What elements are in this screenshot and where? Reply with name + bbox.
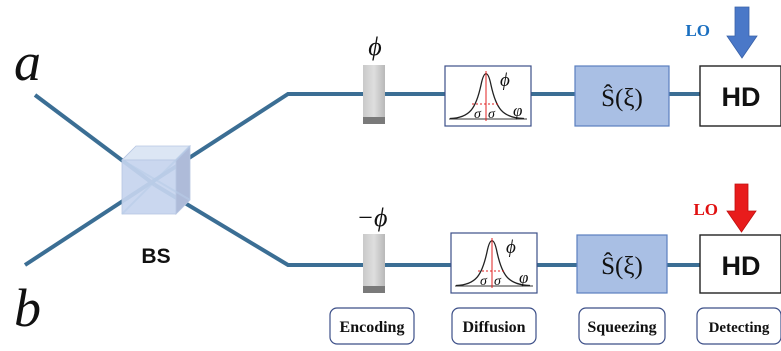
input-b-label: b: [14, 278, 41, 338]
upper-detector-box: [699, 65, 781, 127]
upper-diffusion-phi: ϕ: [500, 70, 510, 91]
upper-arm: ϕ ϕ φ σ σ Ŝ(ξ) HD LO: [363, 6, 781, 127]
beam-splitter: [121, 145, 191, 215]
lower-detector-label: HD: [722, 251, 761, 281]
lower-detector-box: [699, 234, 781, 294]
beam-splitter-label: BS: [141, 245, 170, 268]
beam-upper-out: [153, 92, 700, 182]
upper-diffusion-box: ϕ φ σ σ: [444, 65, 532, 127]
stage-detecting-label: Detecting: [709, 320, 770, 336]
stage-encoding-box: [329, 307, 415, 345]
upper-squeezer-label: Ŝ(ξ): [601, 84, 643, 112]
lower-diffusion-varphi: φ: [519, 268, 528, 287]
upper-diffusion-sigma-right: σ: [488, 107, 496, 122]
stage-squeezing-box: [578, 307, 666, 345]
upper-diffusion-varphi: φ: [513, 101, 522, 120]
lower-diffusion-phi: ϕ: [506, 237, 516, 258]
lower-phase-plate: [363, 234, 385, 293]
input-a-label: a: [14, 32, 41, 92]
lower-diffusion-box: ϕ φ σ σ: [450, 232, 538, 294]
stage-squeezing-label: Squeezing: [587, 319, 656, 336]
lower-lo-arrow-icon: [726, 183, 757, 233]
lower-diffusion-sigma-left: σ: [480, 274, 488, 289]
stage-labels: Encoding Diffusion Squeezing Detecting: [329, 307, 781, 345]
lower-lo-label: LO: [693, 200, 718, 219]
lower-squeezer-box: [576, 234, 668, 294]
upper-lo-label: LO: [685, 21, 710, 40]
lower-diffusion-sigma-right: σ: [494, 274, 502, 289]
stage-diffusion-label: Diffusion: [462, 319, 525, 336]
upper-phase-label: ϕ: [368, 32, 381, 61]
upper-detector-label: HD: [722, 82, 761, 112]
upper-phase-plate-base: [363, 117, 385, 124]
upper-lo-arrow-icon: [726, 6, 758, 59]
upper-diffusion-sigma-left: σ: [474, 107, 482, 122]
upper-squeezer-box: [574, 65, 670, 127]
lower-phase-label: −ϕ: [356, 203, 387, 232]
stage-detecting-box: [696, 307, 781, 345]
lower-squeezer-label: Ŝ(ξ): [601, 252, 643, 280]
beam-lower-out: [153, 183, 700, 267]
stage-encoding-label: Encoding: [340, 319, 405, 336]
upper-phase-plate: [363, 65, 385, 124]
lower-phase-plate-base: [363, 286, 385, 293]
stage-diffusion-box: [451, 307, 537, 345]
lower-arm: −ϕ ϕ φ σ σ Ŝ(ξ) HD LO: [356, 183, 781, 294]
